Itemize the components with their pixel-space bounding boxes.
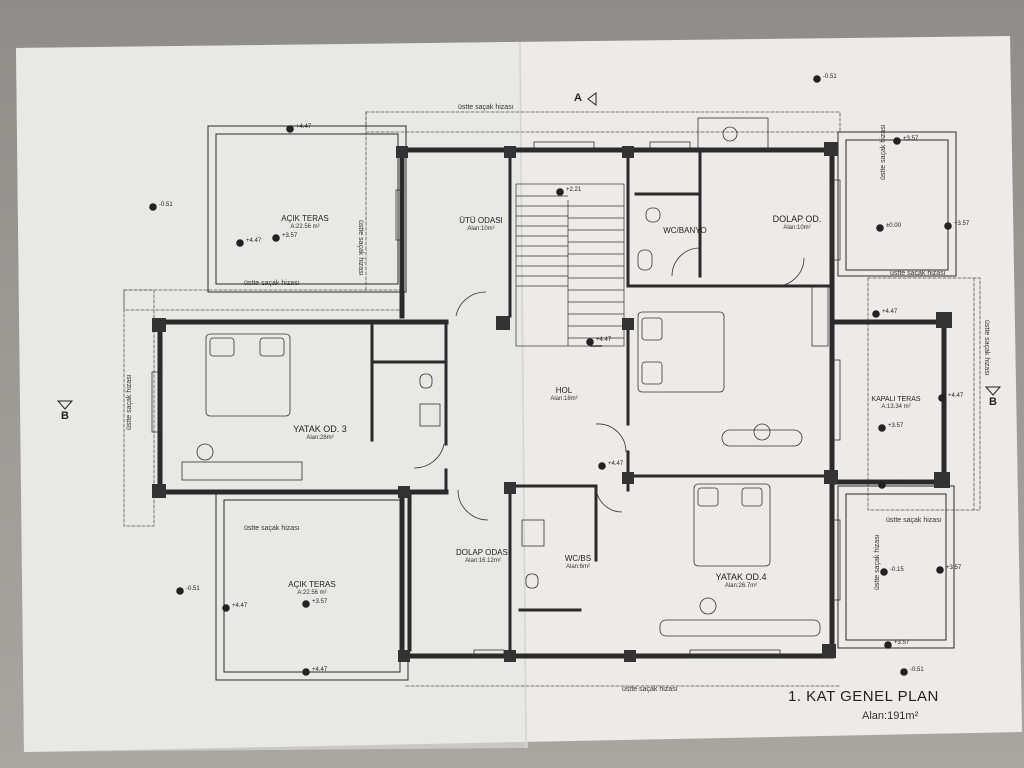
level-label: +3.57 — [903, 136, 919, 142]
level-label: -0.51 — [910, 667, 924, 673]
overhang-label: üstte saçak hizası — [244, 280, 300, 287]
overhang-label: üstte saçak hizası — [458, 104, 514, 111]
level-label: +3.57 — [946, 565, 962, 571]
overhang-label: üstte saçak hizası — [890, 270, 946, 277]
section-a-label: A — [574, 92, 582, 104]
level-label: -0.51 — [159, 202, 173, 208]
level-markers — [149, 75, 952, 676]
level-label: -0.51 — [823, 74, 837, 80]
level-label: +4.47 — [888, 480, 904, 486]
overhang-label: üstte saçak hizası — [983, 320, 990, 376]
level-label: +4.47 — [232, 603, 248, 609]
level-label: +3.57 — [954, 221, 970, 227]
staircase — [515, 183, 625, 347]
plan-area: Alan:191m² — [862, 710, 919, 722]
level-label: +3.57 — [894, 640, 910, 646]
level-label: -0.15 — [890, 567, 904, 573]
overhang-label: üstte saçak hizası — [880, 124, 887, 180]
section-b-right-label: B — [989, 396, 997, 408]
overhang-label: üstte saçak hizası — [622, 686, 678, 693]
level-label: +4.47 — [596, 337, 612, 343]
level-label: +4.47 — [948, 393, 964, 399]
level-label: ±0.00 — [886, 223, 901, 229]
overhang-label: üstte saçak hizası — [886, 517, 942, 524]
overhang-label: üstte saçak hizası — [244, 525, 300, 532]
overhang-label: üstte saçak hizası — [357, 220, 364, 276]
level-label: +4.47 — [608, 461, 624, 467]
level-label: +4.47 — [246, 238, 262, 244]
room-wc-banyo: WC/BANYO — [663, 226, 707, 235]
level-label: +4.47 — [312, 667, 328, 673]
level-label: +3.57 — [312, 599, 328, 605]
level-label: -0.51 — [186, 586, 200, 592]
level-label: +3.57 — [888, 423, 904, 429]
plan-title: 1. KAT GENEL PLAN — [788, 688, 939, 705]
room-dolap-od: DOLAP OD.Alan:10m² — [772, 214, 822, 231]
overhang-label: üstte saçak hizası — [874, 534, 881, 590]
level-label: +4.47 — [296, 124, 312, 130]
section-b-left-label: B — [61, 410, 69, 422]
overhang-label: üstte saçak hizası — [126, 374, 133, 430]
level-label: +2.21 — [566, 187, 582, 193]
level-label: +4.47 — [882, 309, 898, 315]
level-label: +3.57 — [282, 233, 298, 239]
furniture — [151, 117, 841, 659]
